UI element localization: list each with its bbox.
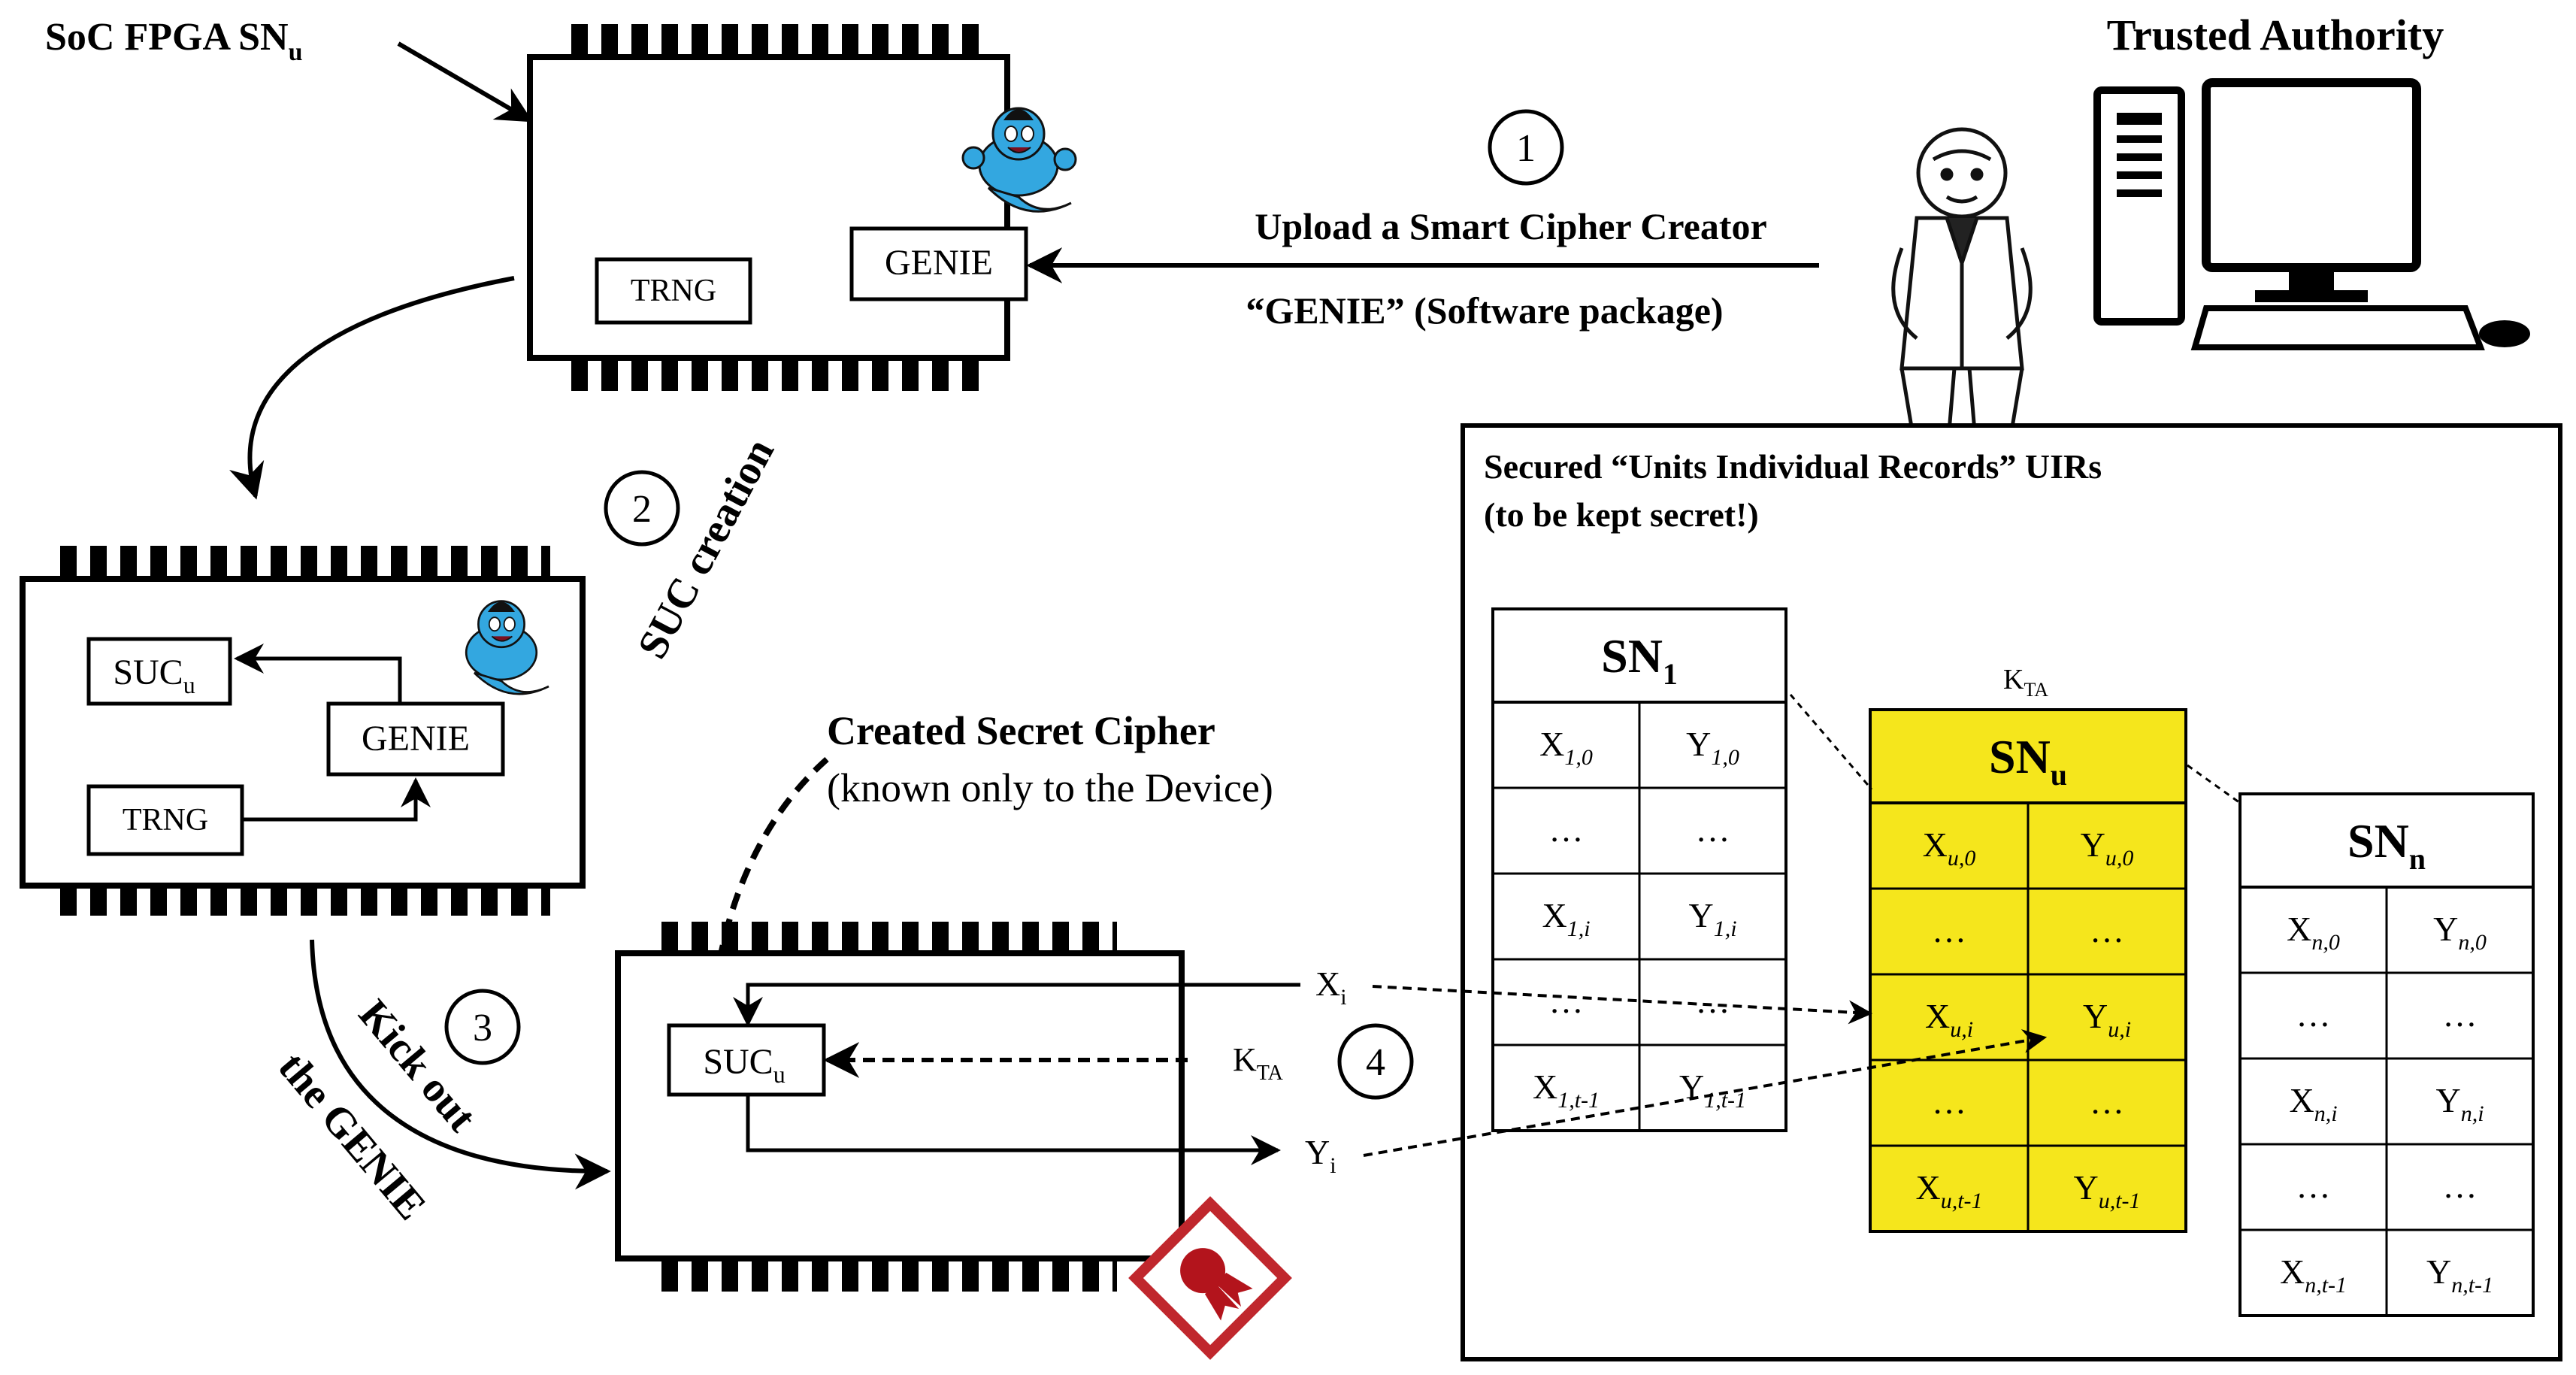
table-cell: Xn,t-1 (2280, 1252, 2347, 1298)
records-subtitle: (to be kept secret!) (1484, 495, 1759, 534)
suc-creation-label: SUC creation (629, 432, 783, 666)
table-header: SN1 (1601, 629, 1678, 691)
inspector-icon (1891, 127, 2033, 477)
table-cell: Yn,t-1 (2426, 1252, 2493, 1298)
fpga-label: SoC FPGA SNu (45, 16, 303, 66)
table-cell: … (1696, 810, 1730, 849)
svg-text:SUCu: SUCu (703, 1042, 785, 1088)
records-title: Secured “Units Individual Records” UIRs (1484, 447, 2102, 486)
table-cell: Xn,0 (2287, 910, 2340, 955)
svg-text:2: 2 (632, 488, 652, 531)
trng-box (595, 257, 752, 325)
table-cell: Yu,0 (2081, 825, 2134, 871)
table-cell: X1,t-1 (1533, 1068, 1600, 1113)
svg-text:Yi: Yi (1305, 1133, 1336, 1178)
table-cell: … (1932, 1083, 1966, 1121)
table-cell: … (1549, 982, 1584, 1020)
upload-label: Upload a Smart Cipher Creator (1255, 205, 1766, 247)
table-cell: … (1696, 982, 1730, 1020)
table-cell: … (2443, 1167, 2478, 1205)
table-cell: … (2296, 1167, 2331, 1205)
svg-text:TRNG: TRNG (123, 803, 208, 837)
table-cell: … (1549, 810, 1584, 849)
step-2: 2 (604, 470, 680, 547)
svg-text:GENIE: GENIE (362, 719, 470, 759)
table-cell: Y1,0 (1686, 725, 1739, 770)
table-cell: Xn,i (2289, 1081, 2337, 1126)
genie-box (849, 226, 1028, 301)
table-cell: … (2443, 995, 2478, 1034)
xi-to-table-arrow (1372, 985, 1873, 1025)
table-cell: … (2296, 995, 2331, 1034)
svg-text:3: 3 (473, 1007, 492, 1049)
table-cell: … (1932, 911, 1966, 949)
yi-to-table-arrow (1363, 1029, 2048, 1157)
table-cell: X1,0 (1539, 725, 1593, 770)
to-suc-creation-arrow (229, 276, 515, 500)
svg-text:SUCu: SUCu (113, 653, 195, 698)
table-header: SNu (1989, 730, 2067, 792)
step-1: 1 (1488, 109, 1564, 186)
kta-label: KTA (2003, 664, 2048, 701)
table-cell: Yu,i (2083, 997, 2131, 1042)
genie-label: GENIE (885, 243, 993, 283)
table-cell: … (2090, 911, 2124, 949)
step-3: 3 (444, 989, 521, 1065)
suc-box (86, 637, 232, 706)
connector-sn1-snu (1789, 694, 1873, 790)
chip-1: TRNG GENIE (527, 24, 1028, 391)
genie-icon (465, 600, 549, 695)
secret-cipher-subtitle: (known only to the Device) (827, 765, 1273, 810)
table-cell: Yn,i (2435, 1081, 2484, 1126)
genie-icon (961, 107, 1077, 213)
table-cell: Xu,t-1 (1915, 1168, 1982, 1213)
table-cell: … (2090, 1083, 2124, 1121)
step-4: 4 (1337, 1023, 1414, 1100)
trusted-authority-label: Trusted Authority (2107, 11, 2444, 59)
table-cell: Xu,i (1925, 997, 1973, 1042)
svg-text:4: 4 (1366, 1041, 1385, 1084)
table-cell: X1,i (1542, 896, 1590, 941)
svg-text:1: 1 (1516, 127, 1536, 170)
chip-3: SUCu (615, 922, 1300, 1292)
table-cell: Yu,t-1 (2073, 1168, 2140, 1213)
secret-cipher-title: Created Secret Cipher (827, 708, 1215, 753)
table-cell: Yn,0 (2433, 910, 2487, 955)
svg-text:KTA: KTA (1233, 1041, 1284, 1085)
certificate-seal-icon (1128, 1196, 1292, 1360)
fpga-pointer-arrow (397, 41, 534, 123)
svg-text:Xi: Xi (1315, 965, 1347, 1010)
secret-cipher-pointer (692, 757, 829, 1016)
genie-package-label: “GENIE” (Software package) (1246, 289, 1723, 332)
kick-out-arrow (310, 939, 611, 1190)
table-cell: Xu,0 (1923, 825, 1976, 871)
table-header: SNn (2347, 814, 2426, 876)
trng-label: TRNG (631, 274, 716, 308)
genie-box (326, 701, 505, 777)
table-cell: Y1,i (1688, 896, 1736, 941)
computer-icon (2093, 78, 2530, 350)
